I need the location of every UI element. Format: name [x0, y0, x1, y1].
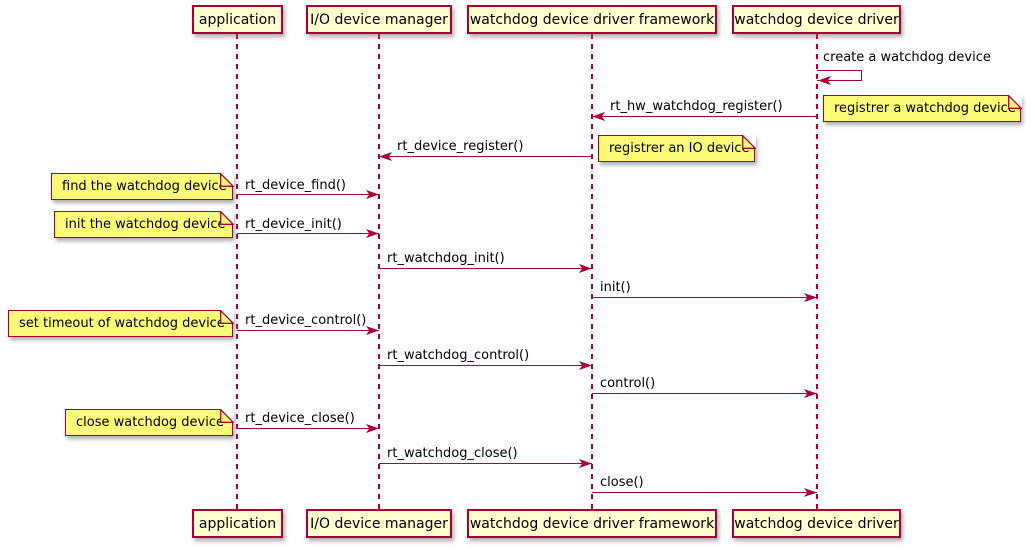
participant-watchdog-device-driver-framework-bottom: watchdog device driver framework [467, 509, 717, 538]
message-label: rt_hw_watchdog_register() [610, 99, 783, 114]
note-fold-icon [219, 408, 234, 423]
message-label: rt_device_init() [245, 217, 342, 232]
message-label: create a watchdog device [823, 50, 991, 65]
participant-watchdog-device-driver-top: watchdog device driver [732, 5, 901, 34]
participant-label: watchdog device driver framework [469, 11, 715, 28]
participant-label: application [198, 515, 277, 532]
message-line [379, 268, 592, 270]
note-registrer-an-io-device: registrer an IO device [598, 134, 756, 162]
participant-label: application [198, 11, 277, 28]
note-label: registrer an IO device [609, 141, 750, 156]
message-line [237, 330, 379, 332]
message-label: control() [600, 376, 656, 391]
note-fold-icon [219, 172, 234, 187]
participant-label: I/O device manager [310, 515, 448, 532]
message-line [592, 393, 817, 395]
arrowhead-icon [366, 424, 379, 433]
arrowhead-icon [804, 488, 817, 497]
note-label: find the watchdog device [62, 179, 227, 194]
arrowhead-icon [379, 152, 392, 161]
note-set-timeout-of-watchdog-device: set timeout of watchdog device [8, 309, 234, 337]
message-line [592, 297, 817, 299]
note-label: set timeout of watchdog device [19, 316, 225, 331]
lifeline-watchdog-device-driver [816, 34, 818, 509]
participant-application-top: application [192, 5, 283, 34]
message-line [379, 156, 592, 158]
participant-io-device-manager-top: I/O device manager [306, 5, 452, 34]
arrowhead-icon [366, 326, 379, 335]
note-fold-icon [219, 210, 234, 225]
arrowhead-icon [579, 459, 592, 468]
participant-watchdog-device-driver-framework-top: watchdog device driver framework [467, 5, 717, 34]
message-line [379, 365, 592, 367]
note-fold-icon [219, 309, 234, 324]
message-line [379, 463, 592, 465]
participant-label: watchdog device driver [734, 11, 899, 28]
note-label: init the watchdog device [65, 217, 226, 232]
note-registrer-a-watchdog-device: registrer a watchdog device [823, 94, 1022, 122]
message-label: rt_device_control() [245, 313, 367, 328]
message-label: rt_watchdog_close() [387, 446, 518, 461]
message-label: rt_device_find() [245, 178, 346, 193]
message-line [237, 428, 379, 430]
arrowhead-icon [366, 229, 379, 238]
message-line [592, 116, 817, 118]
message-label: init() [600, 280, 631, 295]
message-line [592, 492, 817, 494]
participant-label: watchdog device driver [734, 515, 899, 532]
note-close-watchdog-device: close watchdog device [65, 408, 234, 436]
arrowhead-icon [804, 293, 817, 302]
participant-watchdog-device-driver-bottom: watchdog device driver [732, 509, 901, 538]
note-find-the-watchdog-device: find the watchdog device [51, 172, 234, 200]
message-label: rt_device_close() [245, 411, 355, 426]
message-label: rt_watchdog_control() [387, 348, 530, 363]
lifeline-watchdog-device-driver-framework [591, 34, 593, 509]
note-label: registrer a watchdog device [834, 101, 1016, 116]
arrowhead-icon [592, 112, 605, 121]
note-label: close watchdog device [76, 415, 224, 430]
note-fold-icon [741, 134, 756, 149]
participant-label: I/O device manager [310, 11, 448, 28]
arrowhead-icon [366, 190, 379, 199]
self-message-loop [817, 70, 862, 81]
arrowhead-icon [804, 389, 817, 398]
message-label: rt_watchdog_init() [387, 251, 505, 266]
arrowhead-icon [818, 76, 831, 85]
arrowhead-icon [579, 361, 592, 370]
note-init-the-watchdog-device: init the watchdog device [54, 210, 234, 238]
message-line [237, 194, 379, 196]
arrowhead-icon [579, 264, 592, 273]
note-fold-icon [1007, 94, 1022, 109]
message-label: close() [600, 475, 644, 490]
lifeline-io-device-manager [378, 34, 380, 509]
participant-io-device-manager-bottom: I/O device manager [306, 509, 452, 538]
participant-label: watchdog device driver framework [469, 515, 715, 532]
lifeline-application [236, 34, 238, 509]
message-line [237, 233, 379, 235]
message-label: rt_device_register() [397, 139, 524, 154]
participant-application-bottom: application [192, 509, 283, 538]
